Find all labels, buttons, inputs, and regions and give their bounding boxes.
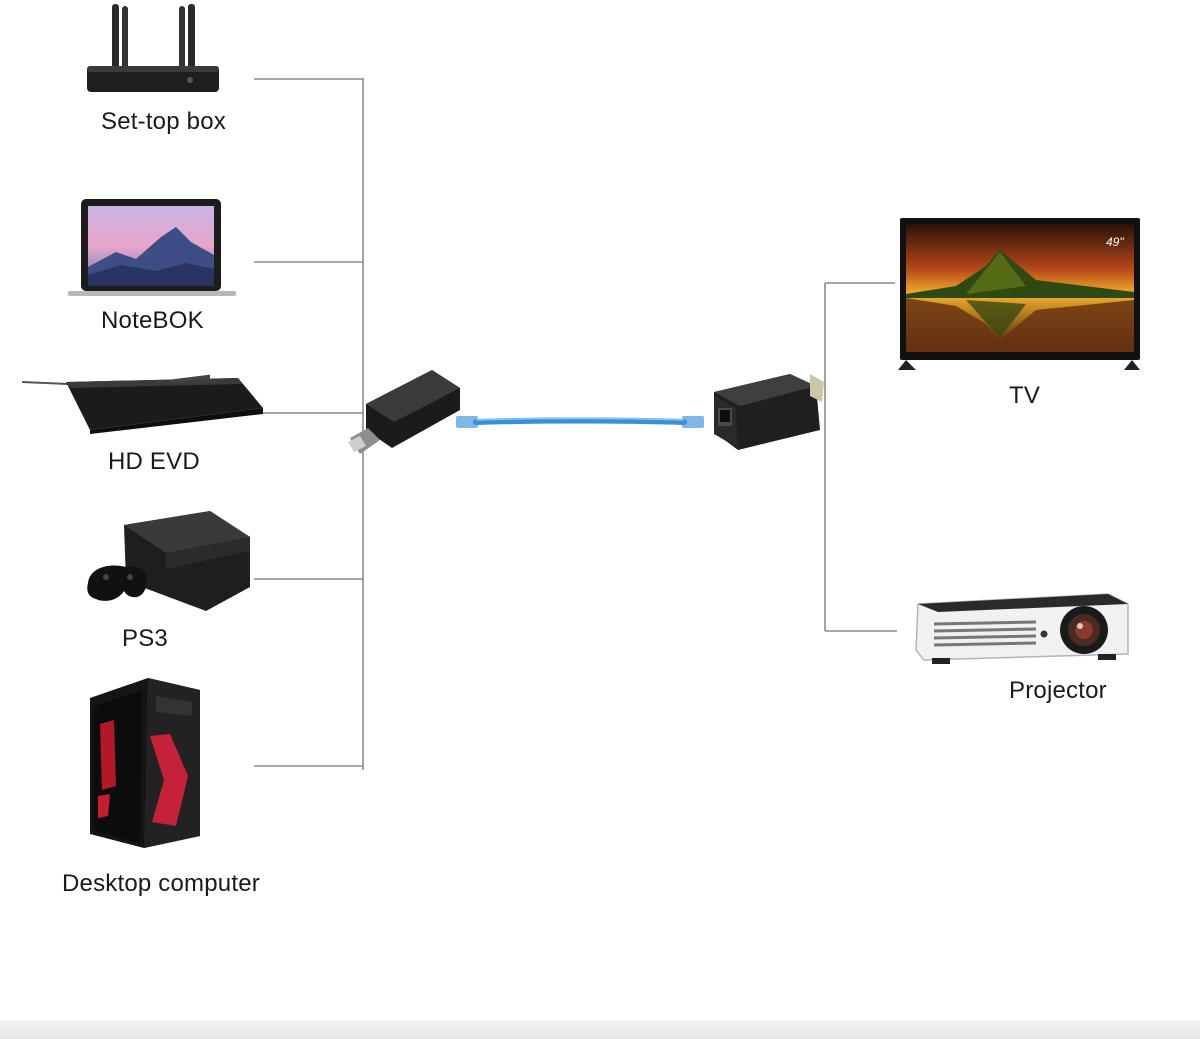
source-label: NoteBOK [101, 307, 204, 334]
display-label: TV [1009, 382, 1041, 409]
ethernet-cable-icon [456, 416, 704, 428]
game-console-icon [87, 511, 250, 611]
hdmi-transmitter-icon [348, 370, 460, 454]
hdmi-receiver-icon [714, 374, 824, 450]
display-label: Projector [1009, 677, 1107, 704]
source-label: PS3 [122, 625, 168, 652]
source-label: Desktop computer [62, 870, 260, 897]
tv-icon: 49" [898, 218, 1140, 370]
set-top-box-icon [87, 4, 219, 92]
bottom-strip [0, 1020, 1200, 1039]
dvd-player-icon [21, 374, 263, 434]
projector-icon [915, 593, 1129, 664]
source-label: Set-top box [101, 108, 226, 135]
tv-size-badge: 49" [1106, 235, 1124, 249]
notebook-icon [68, 199, 236, 296]
desktop-computer-icon [90, 678, 200, 848]
source-label: HD EVD [108, 448, 200, 475]
